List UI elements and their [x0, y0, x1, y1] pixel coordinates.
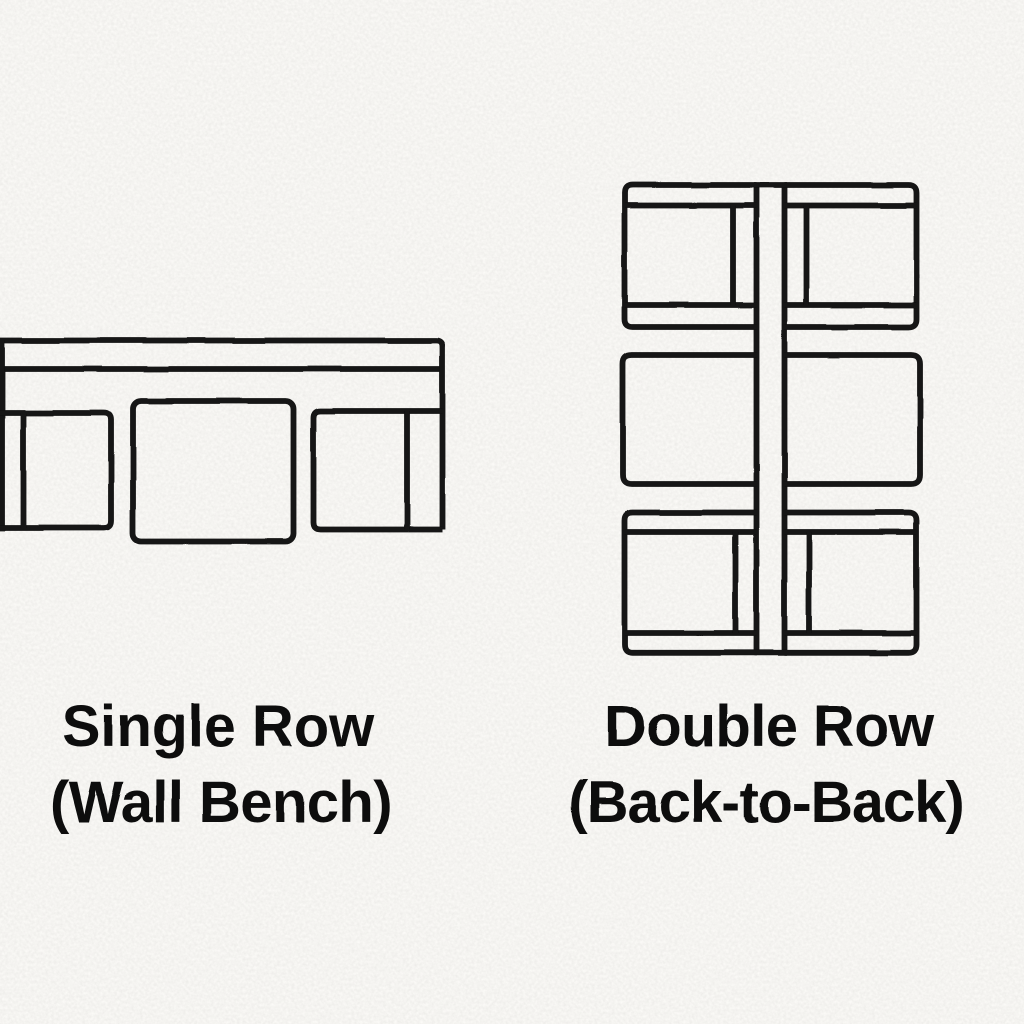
- svg-text:(Wall Bench): (Wall Bench): [50, 770, 392, 835]
- svg-text:Double Row: Double Row: [604, 694, 935, 759]
- svg-text:Single Row: Single Row: [62, 694, 375, 759]
- svg-text:(Back-to-Back): (Back-to-Back): [568, 770, 963, 835]
